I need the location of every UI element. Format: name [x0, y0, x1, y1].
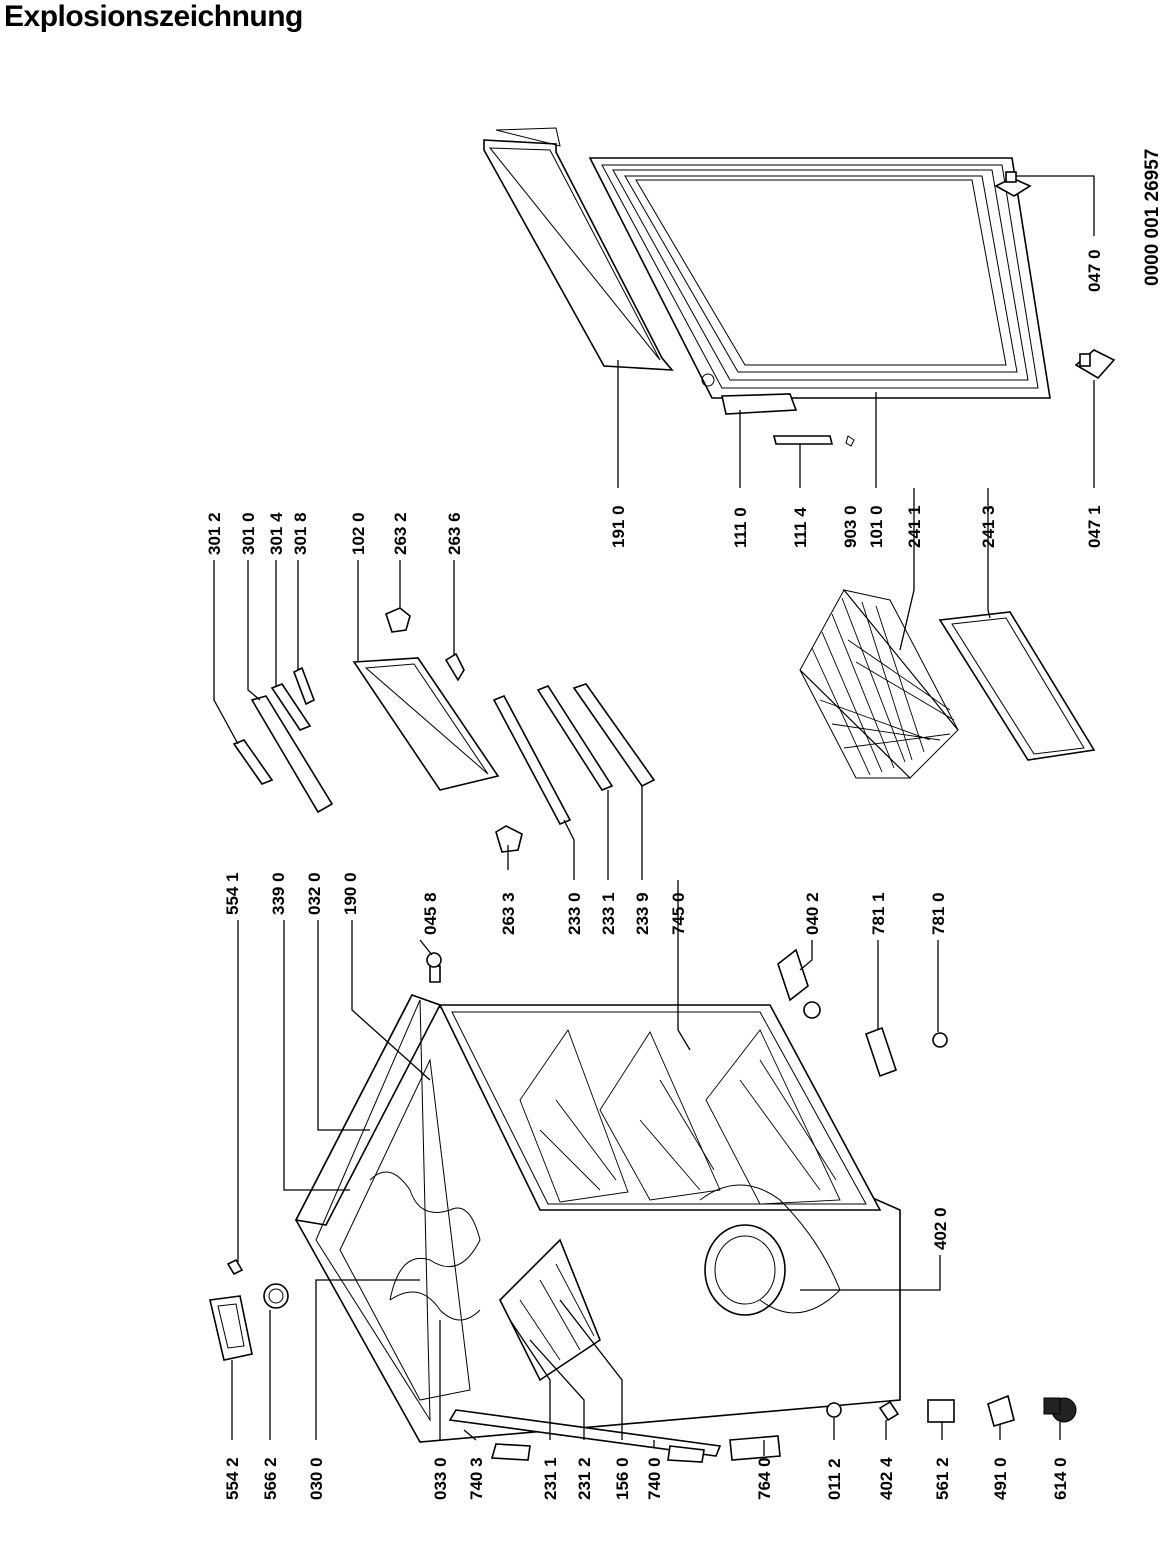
wire-basket: [799, 589, 1096, 779]
label-263-6: 263 6: [445, 512, 464, 555]
label-554-1: 554 1: [223, 872, 242, 915]
label-030-0: 030 0: [307, 1457, 326, 1500]
label-233-1: 233 1: [599, 892, 618, 935]
label-047-0: 047 0: [1085, 249, 1104, 292]
label-190-0: 190 0: [341, 872, 360, 915]
label-102-0: 102 0: [349, 512, 368, 555]
page-title: Explosionszeichnung: [4, 0, 303, 33]
label-263-2: 263 2: [391, 512, 410, 555]
label-231-2: 231 2: [575, 1457, 594, 1500]
label-263-3: 263 3: [499, 892, 518, 935]
small-parts: [209, 948, 1077, 1428]
label-011-2: 011 2: [825, 1458, 844, 1500]
label-233-0: 233 0: [565, 892, 584, 935]
label-111-0: 111 0: [731, 507, 750, 548]
label-614-0: 614 0: [1051, 1457, 1070, 1500]
label-764-0: 764 0: [755, 1457, 774, 1500]
label-301-0: 301 0: [239, 512, 258, 555]
label-191-0: 191 0: [609, 505, 628, 548]
label-491-0: 491 0: [991, 1457, 1010, 1500]
label-156-0: 156 0: [613, 1457, 632, 1500]
label-903-0: 903 0: [841, 505, 860, 548]
bottom-leaders: [833, 1418, 1061, 1440]
label-033-0: 033 0: [431, 1457, 450, 1500]
label-745-0: 745 0: [669, 892, 688, 935]
label-561-2: 561 2: [933, 1457, 952, 1500]
label-040-2: 040 2: [803, 892, 822, 935]
label-781-1: 781 1: [869, 892, 888, 935]
part-labels: 554 1 339 0 032 0 190 0 045 8 263 3 233 …: [205, 149, 1163, 1500]
label-301-2: 301 2: [205, 512, 224, 555]
label-047-1: 047 1: [1085, 505, 1104, 548]
label-402-0: 402 0: [931, 1207, 950, 1250]
label-301-4: 301 4: [267, 512, 286, 555]
door-assembly: [483, 127, 1051, 447]
label-032-0: 032 0: [305, 872, 324, 915]
label-339-0: 339 0: [269, 872, 288, 915]
document-id: 0000 001 26957: [1142, 149, 1163, 286]
label-241-1: 241 1: [905, 505, 924, 548]
label-402-4: 402 4: [877, 1457, 896, 1500]
foot-parts: [994, 171, 1116, 380]
label-231-1: 231 1: [541, 1457, 560, 1500]
label-566-2: 566 2: [261, 1457, 280, 1500]
leader-lines: [213, 175, 1095, 1456]
label-045-8: 045 8: [421, 892, 440, 935]
label-554-2: 554 2: [223, 1457, 242, 1500]
shelf-parts: [232, 607, 656, 853]
label-740-3: 740 3: [467, 1457, 486, 1500]
label-233-9: 233 9: [633, 892, 652, 935]
label-111-4: 111 4: [791, 507, 810, 548]
label-101-0: 101 0: [867, 505, 886, 548]
label-241-3: 241 3: [979, 505, 998, 548]
label-301-8: 301 8: [291, 512, 310, 555]
label-781-0: 781 0: [929, 892, 948, 935]
cabinet-body: [294, 993, 901, 1463]
label-740-0: 740 0: [645, 1457, 664, 1500]
